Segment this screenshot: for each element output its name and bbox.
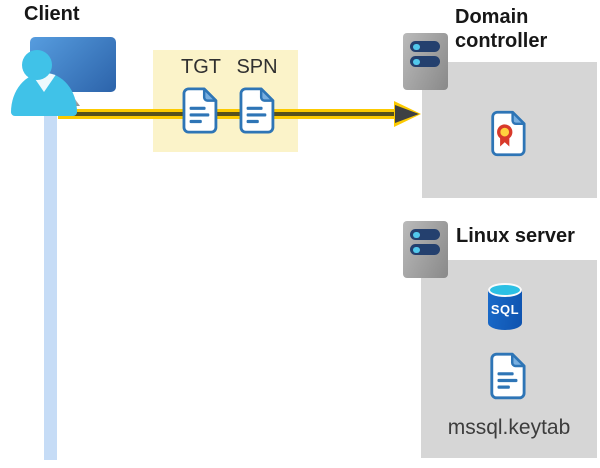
domain-controller-server-icon — [403, 33, 448, 90]
client-title: Client — [24, 3, 80, 25]
client-lifeline — [44, 94, 57, 460]
server-drive-bar — [410, 229, 440, 240]
keytab-document-icon — [488, 352, 526, 400]
certificate-icon — [489, 110, 526, 157]
tgt-document-icon — [180, 87, 218, 134]
keytab-filename-label: mssql.keytab — [447, 416, 571, 439]
server-drive-bar — [410, 56, 440, 67]
spn-document-icon — [237, 87, 275, 134]
spn-label: SPN — [236, 56, 278, 78]
user-icon-head — [22, 50, 52, 80]
linux-server-icon — [403, 221, 448, 278]
domain-controller-title: Domain controller — [455, 6, 548, 52]
sql-cylinder-top — [488, 283, 522, 297]
auth-request-arrow-shaft — [58, 109, 398, 119]
auth-request-arrowhead — [395, 105, 419, 123]
sql-label: SQL — [490, 302, 520, 317]
linux-server-title: Linux server — [456, 225, 575, 247]
server-drive-bar — [410, 244, 440, 255]
tgt-label: TGT — [181, 56, 221, 78]
server-drive-bar — [410, 41, 440, 52]
sql-database-icon: SQL — [488, 283, 522, 330]
